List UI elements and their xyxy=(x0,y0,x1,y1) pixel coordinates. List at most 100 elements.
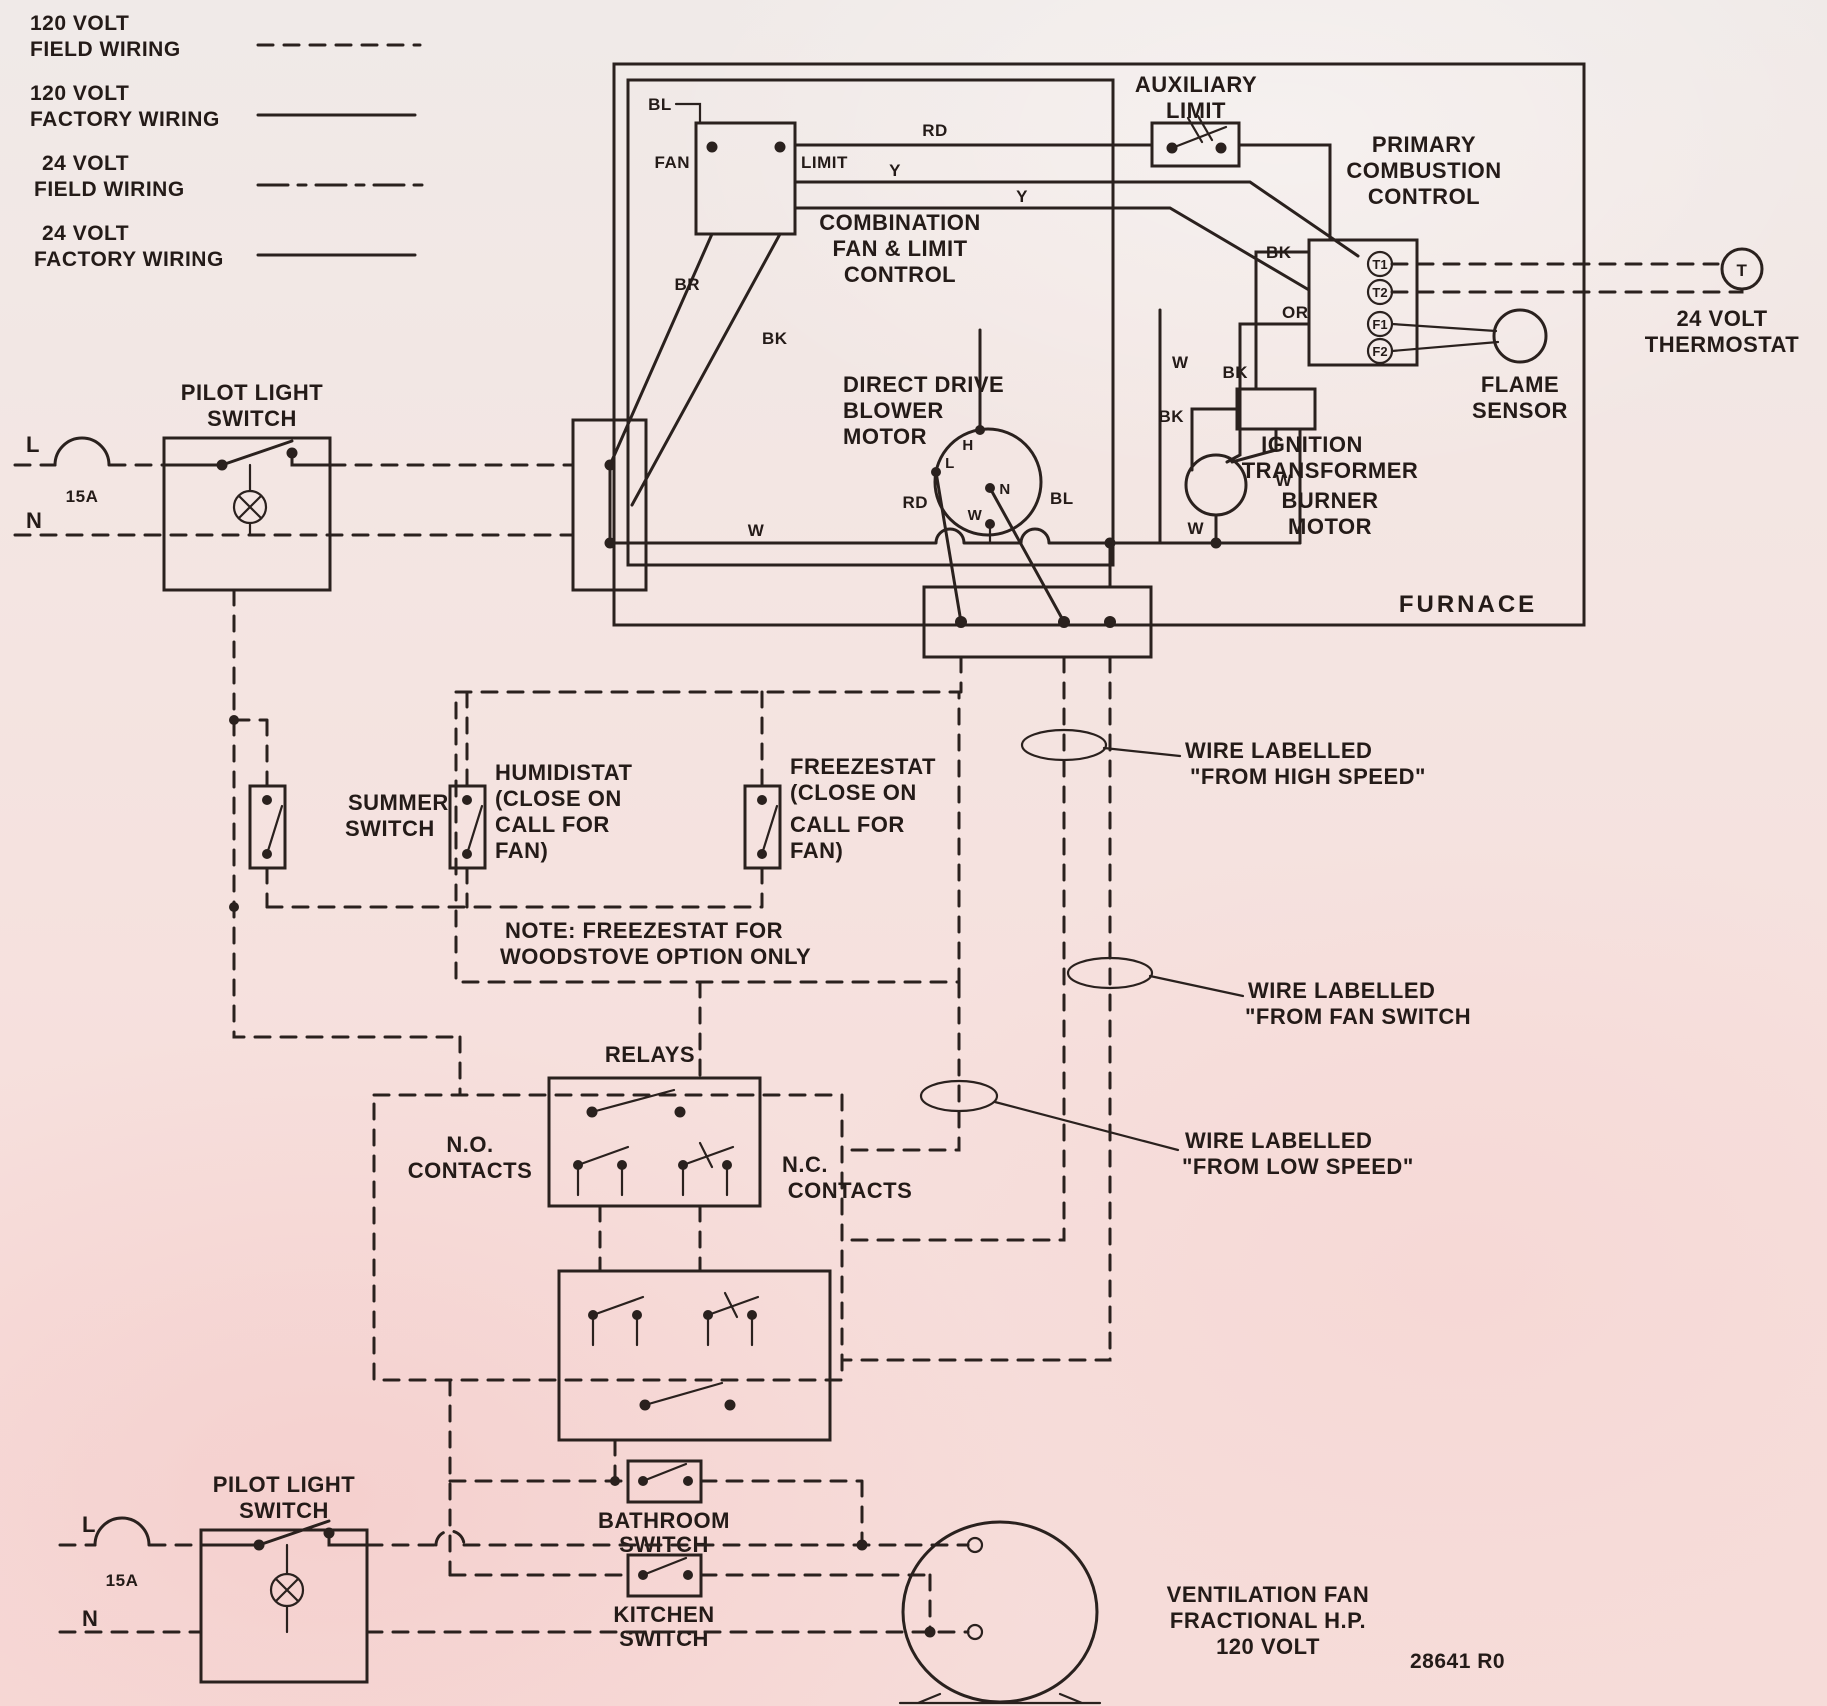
furnace-label: FURNACE xyxy=(1399,591,1537,618)
blower-terminal-h: H xyxy=(962,437,973,454)
left-trunk-wire xyxy=(232,588,462,1097)
junction-box xyxy=(571,418,648,592)
wire-label-y2: Y xyxy=(1016,187,1028,206)
option-circuits: SUMMER SWITCH HUMIDISTAT (CLOSE ON CALL … xyxy=(229,588,961,1097)
flame-title-2: SENSOR xyxy=(1472,398,1568,423)
pilot-bottom-title-1: PILOT LIGHT xyxy=(213,1472,355,1497)
wire-label-bk-left: BK xyxy=(762,329,788,348)
ignition-title-2: TRANSFORMER xyxy=(1242,458,1419,483)
blower-motor: DIRECT DRIVE BLOWER MOTOR H L N W RD BL xyxy=(843,328,1074,624)
rd-to-strip xyxy=(934,470,963,624)
ignition-transformer: BK W IGNITION TRANSFORMER xyxy=(1158,387,1419,545)
wire-label-w-burner-top: W xyxy=(1275,471,1292,490)
thermostat-title-1: 24 VOLT xyxy=(1676,306,1767,331)
ignition-title-1: IGNITION xyxy=(1261,432,1363,457)
wire-label-w-mid: W xyxy=(1172,353,1189,372)
legend-kind-3: FIELD WIRING xyxy=(34,178,185,201)
bk-wire-left xyxy=(630,232,782,507)
freezestat-title-2: (CLOSE ON xyxy=(790,780,917,805)
fan-title-2: FRACTIONAL H.P. xyxy=(1170,1608,1366,1633)
no-contact-symbol xyxy=(576,1145,630,1197)
bottom-circuit: BATHROOM SWITCH KITCHEN SWITCH PILOT LIG… xyxy=(58,1378,1505,1705)
wire-callouts: WIRE LABELLED "FROM HIGH SPEED" WIRE LAB… xyxy=(840,655,1471,1362)
thermostat-title-2: THERMOSTAT xyxy=(1645,332,1800,357)
legend-volt-4: 24 VOLT xyxy=(42,222,129,245)
relays-title: RELAYS xyxy=(605,1042,695,1067)
switch-blade xyxy=(220,439,294,467)
no-label-1: N.O. xyxy=(446,1132,493,1157)
primary-combustion-control: PRIMARY COMBUSTION CONTROL T1 T2 F1 F2 xyxy=(1307,132,1501,367)
callout-2-line-1: WIRE LABELLED xyxy=(1248,978,1435,1003)
blower-terminal-n: N xyxy=(999,481,1010,498)
pilot-top-box xyxy=(162,436,332,592)
bathroom-branch xyxy=(448,1479,864,1547)
primary-title-2: COMBUSTION xyxy=(1346,158,1501,183)
y-wire-1 xyxy=(793,180,1360,258)
callout-2-line-2: "FROM FAN SWITCH xyxy=(1245,1004,1471,1029)
combination-title-2: FAN & LIMIT xyxy=(832,236,967,261)
bk-wire-right xyxy=(1254,250,1311,391)
legend-volt-2: 120 VOLT xyxy=(30,82,129,105)
no-label-2: CONTACTS xyxy=(408,1158,533,1183)
flame-title-1: FLAME xyxy=(1481,372,1559,397)
freezestat-title-1: FREEZESTAT xyxy=(790,754,936,779)
limit-terminal-label: LIMIT xyxy=(801,153,848,172)
aux-limit-title-1: AUXILIARY xyxy=(1135,72,1257,97)
fan-base xyxy=(898,1692,1102,1705)
fuse-bump-bottom xyxy=(93,1516,151,1547)
callout-3-line-2: "FROM LOW SPEED" xyxy=(1182,1154,1414,1179)
high-speed-wire xyxy=(840,655,1066,1242)
nc-label-2: CONTACTS xyxy=(788,1178,913,1203)
bathroom-title-1: BATHROOM xyxy=(598,1508,730,1533)
humidistat: HUMIDISTAT (CLOSE ON CALL FOR FAN) xyxy=(448,760,632,870)
wire-label-w-main: W xyxy=(748,521,765,540)
wire-label-rd-blower: RD xyxy=(902,493,928,512)
limit-switch-symbol xyxy=(1170,114,1228,150)
kitchen-switch: KITCHEN SWITCH xyxy=(613,1553,714,1651)
bl-to-strip xyxy=(988,486,1066,624)
relays: RELAYS N.O. CONTACTS N.C. CONTACTS xyxy=(372,980,913,1442)
terminal-t2: T2 xyxy=(1372,285,1387,300)
pilot-top-title-1: PILOT LIGHT xyxy=(181,380,323,405)
wire-label-bl-blower: BL xyxy=(1050,489,1074,508)
thermostat-symbol-circle xyxy=(1720,247,1764,291)
wire-label-or: OR xyxy=(1282,303,1309,322)
callout-1-line-1: WIRE LABELLED xyxy=(1185,738,1372,763)
burner-title-2: MOTOR xyxy=(1288,514,1372,539)
blower-title-3: MOTOR xyxy=(843,424,927,449)
legend-kind-2: FACTORY WIRING xyxy=(30,108,220,131)
pilot-top-fuse-label: 15A xyxy=(66,487,99,506)
wire-label-bk-r2: BK xyxy=(1222,363,1248,382)
wire-label-y1: Y xyxy=(889,161,901,180)
blower-terminal-l: L xyxy=(945,455,955,472)
fan-motor-circle xyxy=(901,1520,1099,1704)
humidistat-title-2: (CLOSE ON xyxy=(495,786,622,811)
bathroom-switch: BATHROOM SWITCH xyxy=(598,1459,730,1557)
pilot-bottom-title-2: SWITCH xyxy=(239,1498,329,1523)
freezestat-title-4: FAN) xyxy=(790,838,843,863)
legend: 120 VOLT FIELD WIRING 120 VOLT FACTORY W… xyxy=(30,12,427,271)
y-wire-2 xyxy=(793,206,1311,292)
pilot-bottom-fuse-label: 15A xyxy=(106,1571,139,1590)
wire-label-bk-r1: BK xyxy=(1266,243,1292,262)
br-wire xyxy=(608,232,714,467)
wire-label-bk-r3: BK xyxy=(1158,407,1184,426)
callout-1-line-2: "FROM HIGH SPEED" xyxy=(1190,764,1426,789)
blower-terminal-w: W xyxy=(968,507,983,524)
legend-kind-4: FACTORY WIRING xyxy=(34,248,224,271)
auxiliary-limit: AUXILIARY LIMIT xyxy=(1135,72,1257,168)
kitchen-title-1: KITCHEN xyxy=(613,1602,714,1627)
aux-limit-title-2: LIMIT xyxy=(1166,98,1226,123)
pilot-bottom-box xyxy=(199,1528,369,1684)
fan-title-3: 120 VOLT xyxy=(1216,1634,1320,1659)
summer-title-2: SWITCH xyxy=(345,816,435,841)
ventilation-fan: VENTILATION FAN FRACTIONAL H.P. 120 VOLT xyxy=(898,1520,1369,1705)
blower-title-2: BLOWER xyxy=(843,398,944,423)
humidistat-title-3: CALL FOR xyxy=(495,812,610,837)
summer-title-1: SUMMER xyxy=(348,790,449,815)
thermostat-symbol: T xyxy=(1737,261,1748,280)
legend-volt-1: 120 VOLT xyxy=(30,12,129,35)
note-line-2: WOODSTOVE OPTION ONLY xyxy=(500,944,811,969)
w-main-wire xyxy=(608,527,1302,545)
